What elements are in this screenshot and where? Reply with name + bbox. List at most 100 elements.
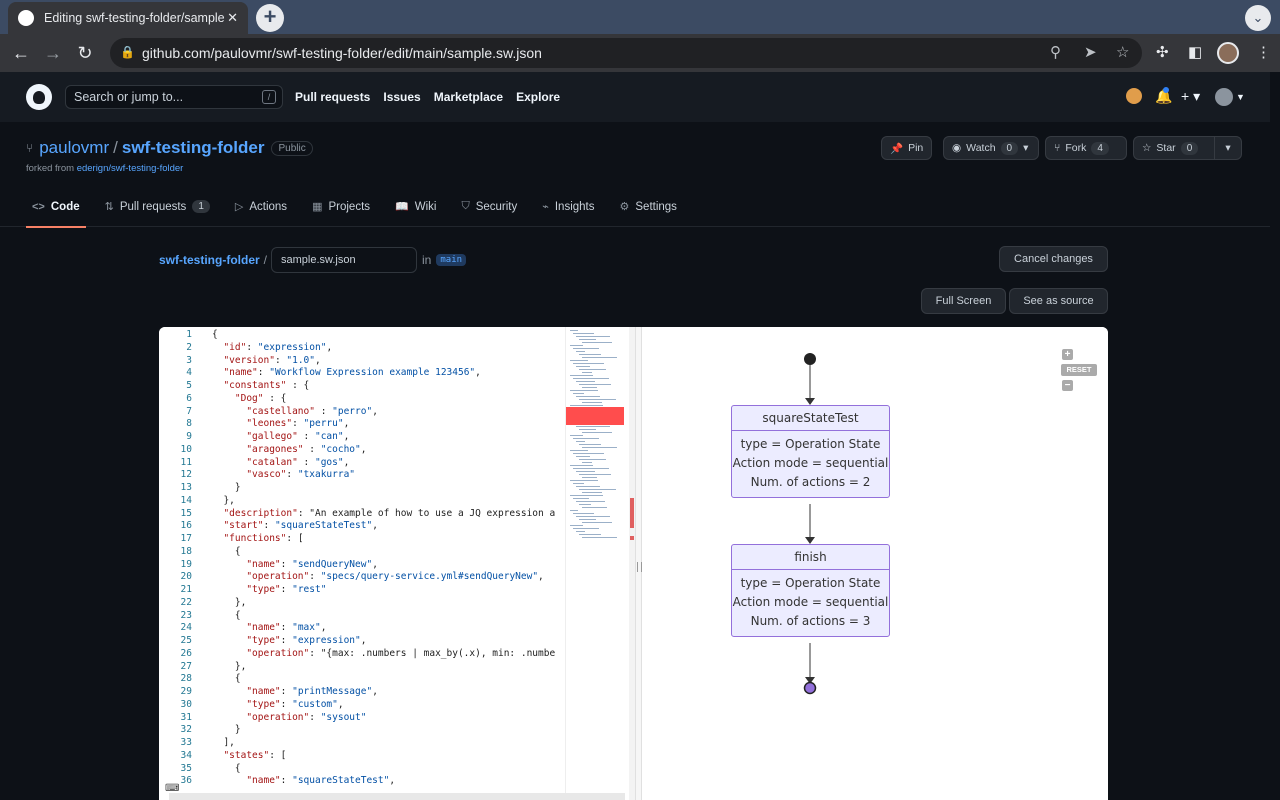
star-list-dropdown[interactable]: ▾: [1214, 136, 1242, 160]
code-line[interactable]: 10 "aragones" : "cocho",: [159, 443, 557, 456]
tab-search-button[interactable]: ⌄: [1245, 5, 1271, 31]
code-area[interactable]: 1{2 "id": "expression",3 "version": "1.0…: [159, 327, 557, 800]
nav-explore[interactable]: Explore: [516, 90, 561, 104]
reload-icon[interactable]: ↻: [77, 43, 93, 63]
code-line[interactable]: 21 "type": "rest": [159, 583, 557, 596]
see-as-source-button[interactable]: See as source: [1009, 288, 1108, 314]
fork-button[interactable]: ⑂ Fork 4: [1045, 136, 1127, 160]
code-line[interactable]: 18 {: [159, 545, 557, 558]
repo-owner-link[interactable]: paulovmr: [39, 138, 110, 157]
reset-zoom-button[interactable]: RESET: [1061, 364, 1097, 376]
star-icon[interactable]: ☆: [1116, 44, 1130, 61]
code-line[interactable]: 12 "vasco": "txakurra": [159, 468, 557, 481]
keyboard-icon[interactable]: ⌨: [165, 783, 180, 794]
github-logo-icon[interactable]: [26, 84, 52, 110]
split-pane-divider[interactable]: [635, 327, 642, 800]
forked-from-link[interactable]: ederign/swf-testing-folder: [76, 163, 184, 174]
search-input[interactable]: [74, 89, 254, 105]
search-box[interactable]: /: [65, 85, 283, 109]
code-line[interactable]: 23 {: [159, 609, 557, 622]
close-tab-icon[interactable]: ✕: [227, 10, 238, 25]
breadcrumb-repo-link[interactable]: swf-testing-folder: [159, 253, 260, 267]
zoom-icon[interactable]: ⚲: [1050, 44, 1061, 61]
forward-arrow-icon[interactable]: →: [44, 43, 62, 63]
nav-issues[interactable]: Issues: [383, 90, 421, 104]
zoom-out-icon[interactable]: −: [1062, 380, 1073, 391]
user-avatar[interactable]: [1215, 88, 1233, 106]
code-line[interactable]: 8 "leones": "perru",: [159, 417, 557, 430]
code-line[interactable]: 6 "Dog" : {: [159, 392, 557, 405]
lock-icon[interactable]: 🔒: [120, 45, 135, 59]
code-line[interactable]: 22 },: [159, 596, 557, 609]
code-line[interactable]: 14 },: [159, 494, 557, 507]
extensions-icon[interactable]: ✣: [1156, 44, 1169, 61]
code-line[interactable]: 9 "gallego" : "can",: [159, 430, 557, 443]
tab-code[interactable]: <> Code: [26, 196, 86, 228]
profile-avatar[interactable]: [1217, 42, 1239, 64]
zoom-in-icon[interactable]: +: [1062, 349, 1073, 360]
minimap[interactable]: [565, 327, 625, 800]
code-line[interactable]: 13 }: [159, 481, 557, 494]
star-button[interactable]: ☆ Star 0: [1133, 136, 1215, 160]
new-tab-button[interactable]: +: [256, 4, 284, 32]
minimap-line: [582, 402, 602, 403]
code-line[interactable]: 27 },: [159, 660, 557, 673]
address-bar[interactable]: 🔒 github.com/paulovmr/swf-testing-folder…: [110, 38, 1142, 68]
extension-fox-icon[interactable]: [1126, 88, 1142, 104]
code-line[interactable]: 26 "operation": "{max: .numbers | max_by…: [159, 647, 557, 660]
code-line[interactable]: 24 "name": "max",: [159, 621, 557, 634]
user-menu-caret-icon[interactable]: ▼: [1236, 92, 1245, 102]
vertical-scrollbar[interactable]: [629, 327, 635, 800]
pin-button[interactable]: 📌 Pin: [881, 136, 933, 160]
back-arrow-icon[interactable]: ←: [12, 43, 30, 63]
code-line[interactable]: 36 "name": "squareStateTest",: [159, 774, 557, 787]
horizontal-scrollbar[interactable]: [169, 793, 625, 800]
code-line[interactable]: 30 "type": "custom",: [159, 698, 557, 711]
nav-marketplace[interactable]: Marketplace: [433, 90, 504, 104]
cancel-changes-button[interactable]: Cancel changes: [999, 246, 1108, 272]
code-line[interactable]: 7 "castellano" : "perro",: [159, 405, 557, 418]
tab-wiki[interactable]: 📖 Wiki: [389, 196, 442, 223]
create-new-plus-icon[interactable]: + ▾: [1181, 88, 1201, 104]
code-line[interactable]: 32 }: [159, 723, 557, 736]
send-icon[interactable]: ➤: [1084, 44, 1097, 61]
tab-pull-requests[interactable]: ⇅ Pull requests 1: [99, 196, 216, 223]
code-line[interactable]: 29 "name": "printMessage",: [159, 685, 557, 698]
code-line[interactable]: 25 "type": "expression",: [159, 634, 557, 647]
tab-insights[interactable]: ⌁ Insights: [536, 196, 600, 223]
code-line[interactable]: 1{: [159, 328, 557, 341]
kebab-menu-icon[interactable]: ⋮: [1256, 44, 1271, 61]
browser-tab[interactable]: Editing swf-testing-folder/sample.sw.jso…: [8, 2, 248, 34]
state-node[interactable]: squareStateTest type = Operation State A…: [731, 405, 890, 498]
code-line[interactable]: 4 "name": "Workflow Expression example 1…: [159, 366, 557, 379]
code-line[interactable]: 20 "operation": "specs/query-service.yml…: [159, 570, 557, 583]
code-line[interactable]: 15 "description": "An example of how to …: [159, 507, 557, 520]
code-line[interactable]: 31 "operation": "sysout": [159, 711, 557, 724]
tab-settings[interactable]: ⚙ Settings: [614, 196, 683, 223]
repo-name-link[interactable]: swf-testing-folder: [121, 138, 265, 157]
tab-projects[interactable]: ▦ Projects: [306, 196, 376, 223]
code-line[interactable]: 2 "id": "expression",: [159, 341, 557, 354]
url-text[interactable]: github.com/paulovmr/swf-testing-folder/e…: [142, 45, 542, 61]
watch-button[interactable]: ◉ Watch 0 ▾: [943, 136, 1039, 160]
filename-input[interactable]: [271, 247, 418, 273]
code-line[interactable]: 34 "states": [: [159, 749, 557, 762]
tab-actions[interactable]: ▷ Actions: [229, 196, 293, 223]
code-line[interactable]: 3 "version": "1.0",: [159, 354, 557, 367]
code-line[interactable]: 33 ],: [159, 736, 557, 749]
nav-pull-requests[interactable]: Pull requests: [295, 90, 371, 104]
breadcrumb: swf-testing-folder / in main: [159, 247, 467, 273]
tab-security[interactable]: ⛉ Security: [455, 196, 523, 223]
code-line[interactable]: 19 "name": "sendQueryNew",: [159, 558, 557, 571]
code-line[interactable]: 28 {: [159, 672, 557, 685]
code-line[interactable]: 16 "start": "squareStateTest",: [159, 519, 557, 532]
code-line[interactable]: 17 "functions": [: [159, 532, 557, 545]
code-editor[interactable]: 1{2 "id": "expression",3 "version": "1.0…: [159, 327, 629, 800]
state-node[interactable]: finish type = Operation State Action mod…: [731, 544, 890, 637]
code-line[interactable]: 35 {: [159, 762, 557, 775]
code-line[interactable]: 11 "catalan" : "gos",: [159, 456, 557, 469]
minimap-line: [573, 513, 594, 514]
full-screen-button[interactable]: Full Screen: [921, 288, 1006, 314]
code-line[interactable]: 5 "constants" : {: [159, 379, 557, 392]
side-panel-icon[interactable]: ◧: [1188, 44, 1203, 61]
